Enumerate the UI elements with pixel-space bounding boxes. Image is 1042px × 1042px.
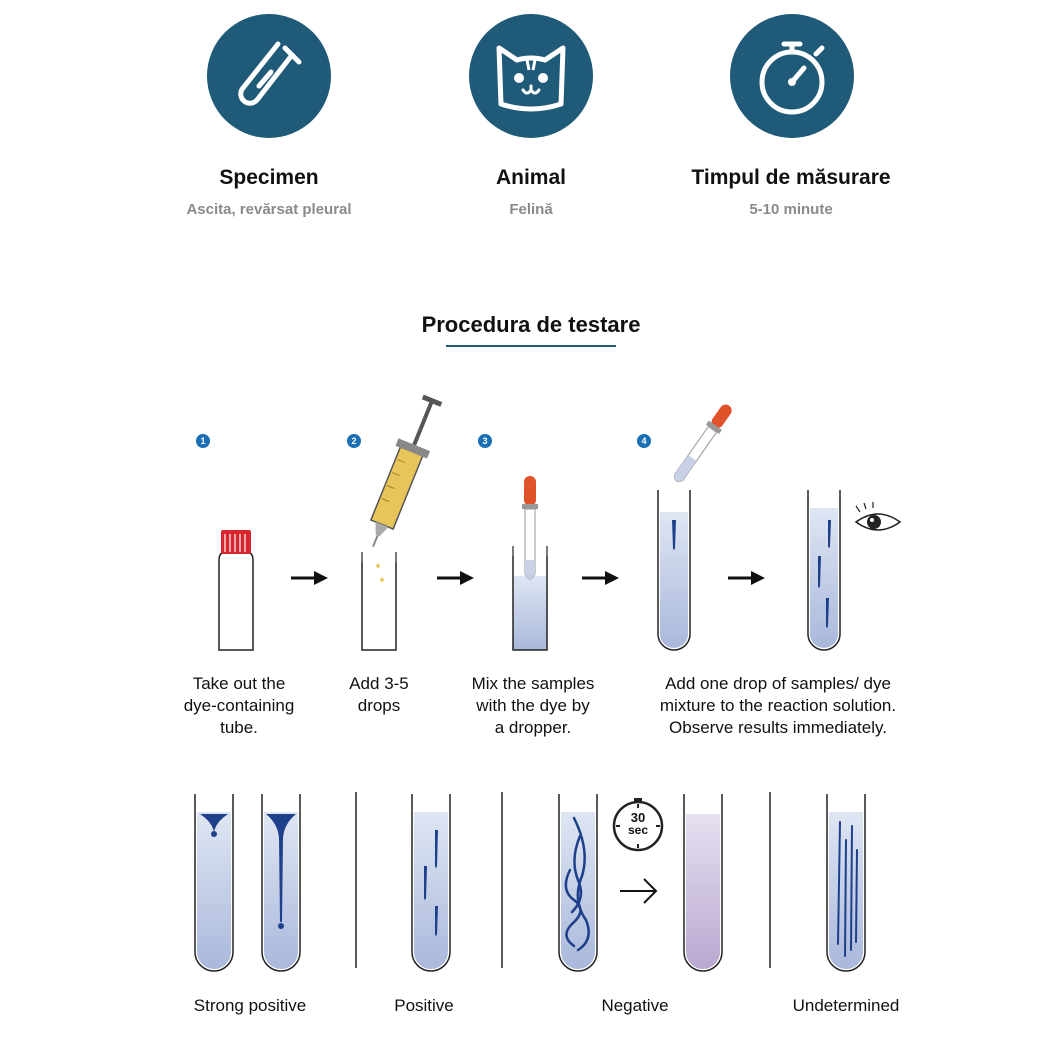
step-1-caption: Take out the dye-containing tube. [183, 674, 295, 737]
strong-positive-label: Strong positive [193, 996, 307, 1015]
reaction-tube-with-dropper [657, 404, 732, 651]
animal-value: Felină [509, 201, 553, 218]
observe-tube [807, 490, 841, 651]
arrow-4 [728, 571, 765, 585]
specimen-title: Specimen [219, 166, 319, 189]
test-tube-icon [238, 41, 302, 106]
step-1-badge: 1 [196, 434, 210, 448]
step-2-caption: Add 3-5 drops [349, 674, 409, 715]
stopwatch-icon [759, 41, 825, 115]
time-value: 5-10 minute [749, 201, 833, 218]
cat-icon [496, 45, 566, 112]
time-title: Timpul de măsurare [691, 166, 891, 189]
step-2-badge: 2 [347, 434, 361, 448]
undetermined-label: Undetermined [792, 996, 900, 1015]
timer-label: 30 sec [614, 811, 662, 837]
timer-icon [612, 798, 664, 852]
positive-label: Positive [394, 996, 454, 1015]
negative-label: Negative [601, 996, 669, 1015]
specimen-icon-circle [207, 14, 331, 138]
animal-title: Animal [495, 166, 566, 189]
timer-value: 30 [630, 810, 646, 825]
step-3-caption: Mix the samples with the dye by a droppe… [471, 674, 595, 737]
eye-icon [854, 502, 902, 531]
arrow-2 [437, 571, 474, 585]
vial-with-dropper [512, 476, 548, 651]
animal-icon-circle [469, 14, 593, 138]
negative-arrow [620, 878, 658, 904]
positive-tube [411, 794, 451, 972]
strong-positive-tube-2 [261, 794, 301, 972]
timer-unit: sec [627, 823, 649, 837]
open-vial-with-syringe [361, 394, 443, 651]
arrow-3 [582, 571, 619, 585]
arrow-1 [291, 571, 328, 585]
procedure-illustration [218, 394, 902, 651]
specimen-value: Ascita, revărsat pleural [186, 201, 352, 218]
undetermined-tube [826, 794, 866, 972]
step-4-badge: 4 [637, 434, 651, 448]
procedure-title: Procedura de testare [421, 312, 641, 337]
negative-tube-after [683, 794, 723, 972]
dye-vial-capped [218, 530, 254, 651]
strong-positive-tube-1 [194, 794, 234, 972]
time-icon-circle [730, 14, 854, 138]
step-3-badge: 3 [478, 434, 492, 448]
negative-tube-before [558, 794, 598, 972]
title-underline [446, 345, 616, 347]
results-illustration [194, 792, 866, 972]
step-4-caption: Add one drop of samples/ dye mixture to … [659, 674, 897, 737]
